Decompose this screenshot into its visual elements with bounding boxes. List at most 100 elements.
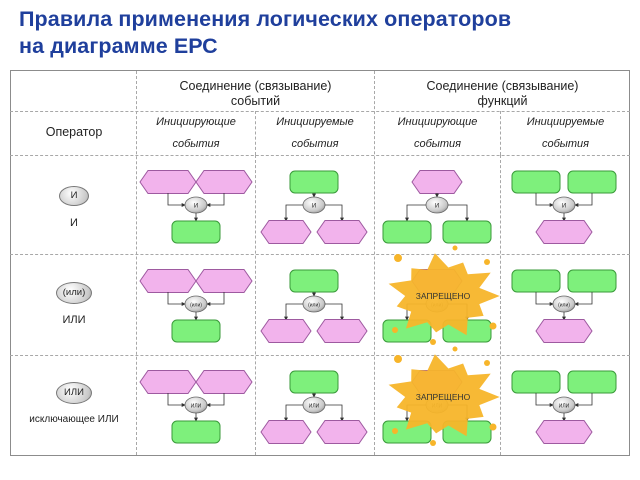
function-shape <box>289 170 339 194</box>
function-shape <box>511 269 561 293</box>
function-shape <box>289 370 339 394</box>
function-shape <box>289 269 339 293</box>
header-col-initiated-functions: Инициируемые события <box>526 116 605 150</box>
table-column-divider <box>374 71 375 455</box>
connector-line <box>206 193 225 207</box>
table-column-divider <box>500 155 501 455</box>
splat-droplet <box>430 339 436 345</box>
connector-line <box>325 303 344 321</box>
connector-line <box>167 292 186 306</box>
connector-line <box>325 404 344 422</box>
splat-droplet <box>484 360 490 366</box>
event-shape <box>316 319 368 343</box>
connector-node-label: ИЛИ <box>191 404 202 410</box>
connector-line <box>206 393 225 407</box>
function-shape <box>171 220 221 244</box>
splat-droplet <box>484 259 490 265</box>
function-shape <box>442 220 492 244</box>
rules-table <box>10 70 630 456</box>
connector-node-label: ИЛИ <box>309 404 320 410</box>
connector-line <box>535 393 554 407</box>
splat-droplet <box>394 355 402 363</box>
function-shape <box>171 420 221 444</box>
event-shape <box>411 170 463 194</box>
table-column-divider <box>136 71 137 455</box>
connector-line <box>574 193 593 207</box>
connector-line <box>284 404 303 422</box>
page-title: Правила применения логических операторов… <box>19 6 629 60</box>
and-operator-icon: И <box>59 186 89 206</box>
function-shape <box>511 170 561 194</box>
event-shape <box>260 420 312 444</box>
connector-line <box>167 393 186 407</box>
function-shape <box>382 319 432 343</box>
event-shape <box>195 269 253 293</box>
splat-droplet <box>452 346 458 352</box>
xor-operator-icon: ИЛИ <box>56 382 92 404</box>
connector-line <box>574 292 593 306</box>
connector-node-label: И <box>194 204 198 210</box>
splat-droplet <box>392 327 398 333</box>
event-shape <box>316 220 368 244</box>
header-operator: Оператор <box>45 125 103 139</box>
connector-line <box>167 193 186 207</box>
connector-line <box>448 204 469 222</box>
event-shape <box>260 319 312 343</box>
forbidden-splat-icon: ЗАПРЕЩЕНО <box>388 346 500 446</box>
table-column-divider <box>500 111 501 155</box>
event-shape <box>139 370 197 394</box>
function-shape <box>382 220 432 244</box>
row-label-xor: исключающее ИЛИ <box>29 414 119 425</box>
splat-droplet <box>489 423 497 431</box>
event-shape <box>535 220 593 244</box>
connector-line <box>574 393 593 407</box>
forbidden-splat-shape <box>388 253 500 336</box>
row-label-or: ИЛИ <box>62 314 86 326</box>
row-label-and: И <box>70 217 78 229</box>
connector-line <box>325 204 344 222</box>
function-shape <box>567 269 617 293</box>
table-column-divider <box>255 111 256 155</box>
function-shape <box>567 170 617 194</box>
connector-node-label: И <box>435 204 439 210</box>
connector-line <box>284 204 303 222</box>
connector-line <box>405 204 426 222</box>
header-col-initiated-events: Инициируемые события <box>276 116 354 150</box>
header-col-initiating-functions: Инициирующие события <box>397 116 478 150</box>
forbidden-splat-shape <box>388 354 500 437</box>
function-shape <box>567 370 617 394</box>
or-operator-icon: (или) <box>56 282 92 304</box>
splat-droplet <box>489 322 497 330</box>
table-divider <box>10 155 630 156</box>
event-shape <box>195 170 253 194</box>
connector-node-label: (или) <box>190 303 202 309</box>
header-functions-group: Соединение (связывание) функций <box>426 79 579 108</box>
forbidden-label: ЗАПРЕЩЕНО <box>416 291 471 301</box>
page-title-line-2: на диаграмме ЕРС <box>19 34 218 58</box>
page-title-line-1: Правила применения логических операторов <box>19 7 512 31</box>
function-shape <box>382 420 432 444</box>
forbidden-label: ЗАПРЕЩЕНО <box>416 392 471 402</box>
connector-node-label: (или) <box>308 303 320 309</box>
forbidden-splat-icon: ЗАПРЕЩЕНО <box>388 245 500 345</box>
event-shape <box>139 269 197 293</box>
connector-node-label: И <box>312 204 316 210</box>
connector-line <box>535 193 554 207</box>
event-shape <box>139 170 197 194</box>
header-events-group: Соединение (связывание) событий <box>179 79 332 108</box>
connector-line <box>284 303 303 321</box>
table-divider <box>10 111 630 112</box>
connector-node-label: (или) <box>558 303 570 309</box>
table-divider <box>10 355 630 356</box>
function-shape <box>511 370 561 394</box>
table-divider <box>10 254 630 255</box>
connector-node-label: И <box>562 204 566 210</box>
connector-line <box>535 292 554 306</box>
splat-droplet <box>452 245 458 251</box>
event-shape <box>260 220 312 244</box>
splat-droplet <box>430 440 436 446</box>
event-shape <box>316 420 368 444</box>
event-shape <box>535 319 593 343</box>
header-col-initiating-events: Инициирующие события <box>156 116 236 150</box>
